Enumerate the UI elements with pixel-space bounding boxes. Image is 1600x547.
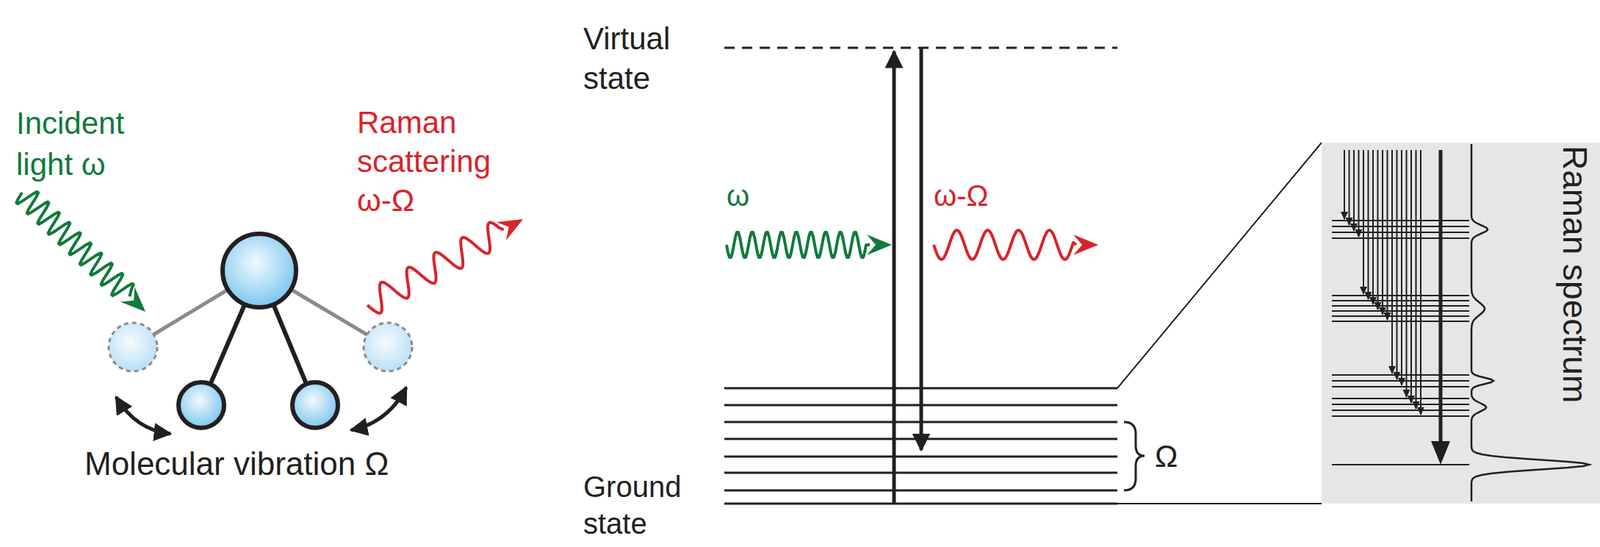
inset-level — [1331, 385, 1470, 388]
inset-ground — [1331, 463, 1470, 466]
level-label: Virtual state — [583, 19, 709, 99]
inset-panel — [1321, 142, 1600, 504]
inset-level — [1331, 299, 1470, 302]
molecule-label: Molecular vibration Ω — [84, 443, 389, 484]
level-label: Ground state — [583, 467, 709, 542]
transition-line — [1391, 149, 1393, 374]
transition-head — [1384, 312, 1392, 321]
inset-level — [1331, 320, 1470, 322]
transition-line — [1381, 149, 1384, 315]
atom-displaced — [363, 322, 413, 371]
brace — [1123, 421, 1145, 490]
transition-line — [1420, 149, 1422, 415]
incident-light-label: Incident light ω — [16, 102, 171, 186]
spacing-label: Ω — [1154, 437, 1178, 475]
emission-arrow — [919, 47, 924, 450]
transition-line — [1362, 149, 1365, 294]
inset-levels — [1331, 143, 1589, 502]
zoom-line — [1117, 142, 1322, 388]
inset-level — [1331, 219, 1470, 222]
transition-line — [1396, 149, 1398, 380]
energy-diagram — [724, 47, 1322, 504]
wave-arrowhead — [496, 218, 524, 241]
transition-line — [1410, 149, 1412, 403]
transition-line — [1406, 149, 1408, 397]
vibration-arrow — [116, 396, 171, 434]
inset-level — [1331, 409, 1470, 411]
transition-line — [1415, 149, 1418, 409]
atom-center — [222, 233, 297, 308]
light-wave — [726, 232, 870, 258]
energy-level — [724, 455, 1118, 458]
inset-level — [1331, 415, 1470, 417]
vibration-arrow — [351, 387, 407, 430]
light-wave — [933, 229, 1077, 260]
inset-level — [1331, 231, 1470, 233]
inset-level — [1331, 310, 1470, 312]
inset-level — [1331, 294, 1470, 297]
frequency-label: ω — [726, 177, 750, 214]
zoom-line — [1117, 502, 1322, 504]
transition-head — [1355, 229, 1363, 238]
inset-level — [1331, 315, 1470, 317]
light-wave — [16, 191, 133, 297]
transition-head — [1397, 377, 1406, 386]
transition-head — [1417, 406, 1425, 416]
energy-level — [724, 489, 1118, 492]
transition-line — [1372, 149, 1374, 305]
transition-line — [1377, 149, 1379, 310]
rayleigh-arrow — [1439, 149, 1443, 445]
rayleigh-head — [1431, 440, 1451, 465]
wave-arrowhead — [866, 234, 892, 255]
atom — [178, 382, 225, 428]
energy-level — [724, 471, 1118, 474]
inset-level — [1331, 237, 1470, 239]
transition-line — [1386, 149, 1389, 320]
transition-line — [1367, 149, 1370, 299]
inset-level — [1331, 403, 1470, 405]
energy-level — [724, 502, 1118, 505]
inset-level — [1331, 397, 1470, 399]
transition-line — [1358, 149, 1360, 237]
scattered-light-label: Raman scattering ω-Ω — [357, 102, 534, 220]
transition-line — [1353, 149, 1355, 231]
inset-level — [1331, 373, 1470, 376]
excitation-arrow — [892, 51, 897, 504]
atom — [292, 382, 338, 428]
frequency-label: ω-Ω — [933, 177, 989, 214]
wave-arrowhead — [120, 286, 146, 312]
transition-line — [1400, 149, 1403, 385]
inset-level — [1331, 304, 1470, 307]
wave-arrowhead — [1073, 234, 1099, 255]
atom-displaced — [108, 322, 158, 371]
light-wave — [367, 222, 504, 313]
axis-label: Raman spectrum — [1555, 145, 1595, 403]
transition-line — [1343, 149, 1346, 219]
transition-line — [1348, 149, 1351, 225]
molecule — [108, 233, 413, 434]
